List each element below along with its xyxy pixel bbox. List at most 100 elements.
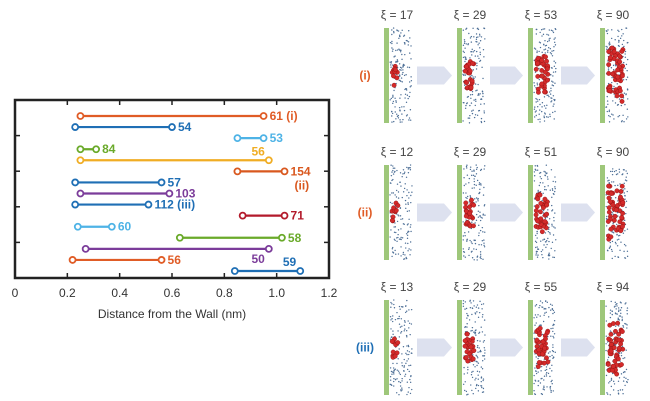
cluster-particle: [465, 358, 471, 364]
solvent-dot: [468, 182, 470, 184]
solvent-dot: [468, 122, 471, 124]
solvent-dot: [470, 384, 472, 386]
solvent-dot: [396, 42, 398, 44]
cluster-particle: [617, 59, 623, 65]
segment-start-marker: [233, 167, 242, 176]
segment-end-marker: [280, 167, 289, 176]
solvent-dot: [615, 312, 617, 315]
solvent-dot: [547, 237, 549, 240]
solvent-dot: [539, 181, 542, 184]
solvent-dot: [464, 389, 466, 392]
solvent-dot: [480, 184, 482, 186]
cluster-particle: [533, 208, 539, 214]
solvent-dot: [544, 241, 547, 243]
solvent-dot: [625, 377, 627, 380]
solvent-dot: [550, 90, 552, 92]
solvent-dot: [545, 368, 548, 371]
solvent-dot: [389, 379, 392, 381]
solvent-dot: [621, 318, 623, 320]
solvent-dot: [403, 365, 406, 367]
solvent-dot: [616, 104, 619, 106]
solvent-dot: [474, 198, 476, 200]
solvent-dot: [552, 312, 554, 315]
solvent-dot: [534, 370, 537, 372]
solvent-dot: [480, 366, 483, 368]
solvent-dot: [391, 318, 393, 320]
solvent-dot: [471, 313, 473, 316]
solvent-dot: [608, 382, 610, 384]
cluster-particle: [536, 89, 541, 95]
solvent-dot: [545, 116, 548, 118]
x-axis-title: Distance from the Wall (nm): [98, 307, 246, 321]
segment-end-marker: [107, 222, 116, 231]
solvent-dot: [392, 315, 394, 317]
solvent-dot: [482, 378, 485, 380]
solvent-dot: [462, 239, 464, 241]
solvent-dot: [406, 166, 408, 169]
solvent-dot: [611, 181, 613, 183]
cluster-particle: [464, 331, 470, 337]
solvent-dot: [625, 206, 627, 209]
solvent-dot: [407, 44, 409, 46]
solvent-dot: [552, 234, 555, 236]
solvent-dot: [408, 309, 410, 311]
solvent-dot: [605, 48, 608, 50]
solvent-dot: [394, 378, 397, 381]
segment-end-marker: [168, 123, 176, 131]
solvent-dot: [535, 304, 538, 306]
solvent-dot: [550, 87, 552, 90]
snapshot-panel-image: [384, 27, 413, 123]
solvent-dot: [618, 171, 621, 173]
solvent-dot: [407, 242, 409, 245]
solvent-dot: [401, 73, 404, 75]
solvent-dot: [549, 388, 552, 390]
solvent-dot: [549, 93, 552, 95]
solvent-dot: [399, 121, 401, 123]
solvent-dot: [406, 353, 408, 356]
solvent-dot: [536, 231, 538, 233]
solvent-dot: [472, 392, 474, 395]
solvent-dot: [549, 351, 551, 353]
solvent-dot: [484, 352, 486, 354]
solvent-dot: [610, 300, 612, 303]
solvent-dot: [549, 233, 551, 235]
solvent-dot: [554, 212, 556, 214]
solvent-dot: [398, 48, 400, 50]
solvent-dot: [477, 44, 479, 46]
solvent-dot: [553, 60, 555, 62]
solvent-dot: [390, 229, 392, 231]
cluster-particle: [535, 60, 540, 66]
solvent-dot: [474, 83, 477, 85]
solvent-dot: [391, 303, 393, 305]
solvent-dot: [407, 168, 409, 170]
solvent-dot: [392, 362, 394, 365]
solvent-dot: [483, 239, 485, 241]
solvent-dot: [391, 29, 393, 31]
solvent-dot: [483, 112, 485, 114]
solvent-dot: [468, 248, 470, 251]
solvent-dot: [390, 62, 392, 64]
solvent-dot: [547, 209, 549, 211]
solvent-dot: [552, 324, 554, 327]
solvent-dot: [536, 256, 539, 258]
solvent-dot: [465, 165, 468, 168]
solvent-dot: [619, 360, 621, 362]
solvent-dot: [478, 33, 481, 36]
segment-end-marker: [280, 211, 289, 220]
solvent-dot: [621, 43, 624, 46]
solvent-dot: [554, 82, 556, 84]
solvent-dot: [408, 386, 410, 389]
solvent-dot: [482, 194, 485, 196]
solvent-dot: [473, 187, 475, 189]
solvent-dot: [550, 247, 552, 250]
solvent-dot: [539, 118, 541, 120]
solvent-dot: [398, 380, 400, 383]
solvent-dot: [610, 377, 613, 380]
solvent-dot: [478, 311, 481, 314]
solvent-dot: [401, 237, 404, 239]
solvent-dot: [481, 316, 484, 318]
cluster-particle: [471, 348, 477, 353]
solvent-dot: [404, 258, 406, 260]
solvent-dot: [544, 188, 546, 191]
solvent-dot: [617, 200, 619, 202]
